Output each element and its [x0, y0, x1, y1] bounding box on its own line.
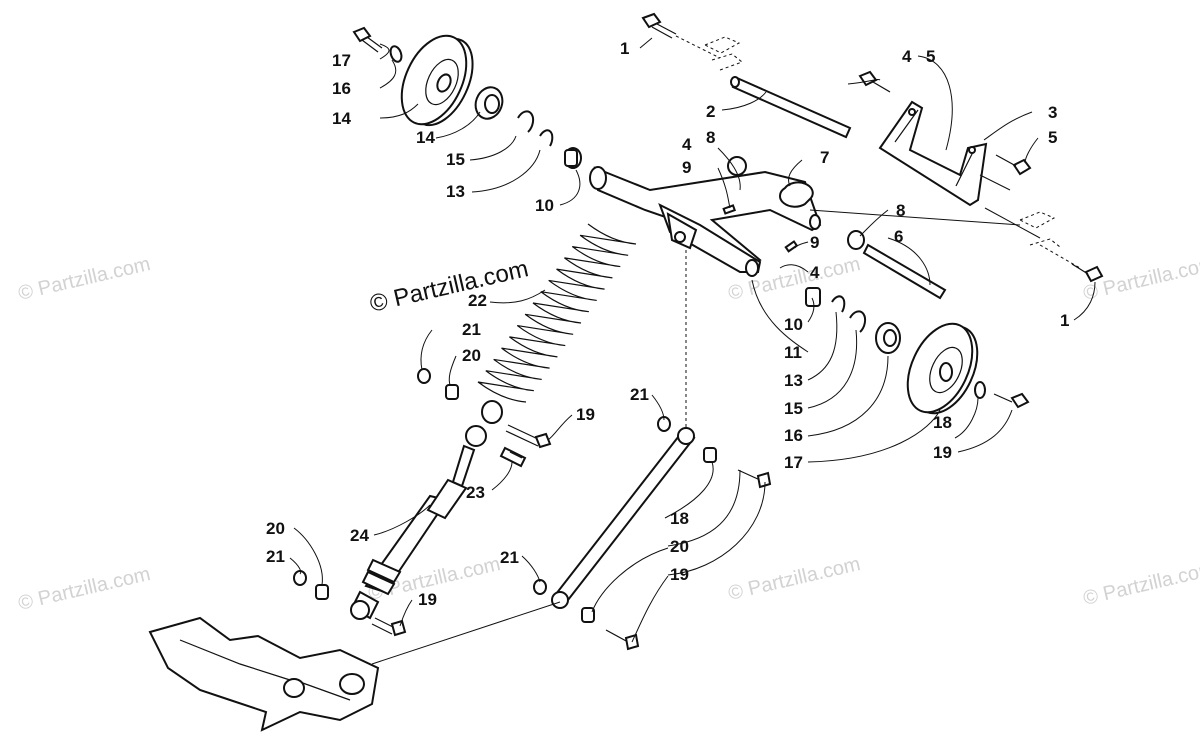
label-13-right: 17 [784, 453, 803, 472]
bushing-20-lower-left [315, 584, 329, 600]
label-15-right: 15 [784, 399, 803, 418]
label-10-left: 10 [535, 196, 554, 215]
label-22: 22 [468, 291, 487, 310]
snap-ring-12-right [831, 295, 846, 313]
label-15-left: 15 [446, 150, 465, 169]
label-21-rod-lower: 21 [500, 548, 519, 567]
label-2: 2 [706, 102, 715, 121]
washer-21-lower-left [293, 570, 307, 586]
label-8-right: 8 [896, 201, 905, 220]
label-9-upper: 9 [682, 158, 691, 177]
label-23: 23 [466, 483, 485, 502]
label-21-lower-left: 21 [266, 547, 285, 566]
label-17-right: 19 [933, 443, 952, 462]
label-13-left: 14 [332, 109, 351, 128]
washer-16-left [389, 45, 403, 63]
label-11: 11 [784, 343, 802, 362]
label-5-right: 5 [1048, 128, 1057, 147]
label-16-right: 18 [933, 413, 952, 432]
label-10-right: 10 [784, 315, 803, 334]
bolt-1-top [641, 12, 677, 39]
washer-21-upper [417, 368, 431, 384]
shock-absorber-24 [350, 425, 487, 620]
watermark-7: © Partzilla.com [1081, 558, 1200, 610]
watermark-6: © Partzilla.com [1081, 253, 1200, 305]
label-14-right: 16 [784, 426, 803, 445]
bolt-19-lower-left [371, 617, 407, 637]
label-6: 6 [894, 227, 903, 246]
upper-mount-group [641, 12, 1104, 283]
copyright-notice: © Partzilla.com [367, 255, 531, 318]
label-1-top: 1 [620, 39, 629, 58]
bolt-5-right [995, 154, 1032, 176]
washer-16-right [974, 381, 986, 399]
bearing-14-right [875, 322, 901, 354]
label-20-lower-left: 20 [266, 519, 285, 538]
label-16-left: 16 [332, 79, 351, 98]
label-18: 18 [670, 509, 689, 528]
bearing-14-left [474, 86, 504, 120]
snap-ring-15-right [849, 310, 867, 333]
bracket-3 [878, 100, 988, 207]
label-24: 24 [350, 526, 369, 545]
watermarks: © Partzilla.com © Partzilla.com © Partzi… [16, 253, 1200, 615]
left-idler-wheel-group [352, 26, 582, 169]
frame-ghost-top [703, 36, 743, 71]
label-8-top: 8 [706, 128, 715, 147]
snap-ring-15-left [517, 110, 535, 133]
bolt-17-right [993, 392, 1030, 409]
label-4-mid: 4 [682, 135, 692, 154]
shaft-6 [862, 243, 947, 300]
snap-ring-12-left [539, 129, 554, 147]
part-labels: 17 16 14 14 15 13 10 1 2 4 5 3 5 8 4 9 7… [266, 39, 1069, 609]
label-21-upper: 21 [462, 320, 481, 339]
label-1-bottom: 1 [1060, 311, 1069, 330]
washer-21-rod-lower [533, 579, 547, 595]
watermark-4: © Partzilla.com [726, 553, 862, 605]
label-19-lower-left: 19 [418, 590, 437, 609]
label-21-rod-upper: 21 [630, 385, 649, 404]
bushing-20-rod-lower [581, 607, 595, 623]
bolt-17-left [352, 26, 383, 53]
label-20-upper: 20 [462, 346, 481, 365]
label-7: 7 [820, 148, 829, 167]
swing-arm-7 [589, 166, 822, 277]
right-idler-wheel-group [805, 287, 1030, 415]
grease-fitting-9-upper [722, 204, 737, 215]
grease-fitting-9-lower [784, 240, 799, 253]
label-19-upper: 19 [576, 405, 595, 424]
label-12-right: 13 [784, 371, 803, 390]
label-14-left: 14 [416, 128, 435, 147]
frame-ghost-right [1018, 211, 1061, 248]
spring-22 [477, 223, 637, 403]
label-3: 3 [1048, 103, 1057, 122]
bushing-20-upper [445, 384, 459, 400]
leader-lines [289, 37, 1096, 665]
link-rod-18 [551, 427, 696, 609]
label-12-left: 13 [446, 182, 465, 201]
watermark-2: © Partzilla.com [16, 563, 152, 615]
bolt-19-rod-upper [737, 469, 772, 489]
shock-eye-upper [481, 400, 503, 424]
label-9-lower: 9 [810, 233, 819, 252]
lower-rail-frame [148, 616, 380, 732]
spacer-10-right [805, 287, 821, 307]
idler-wheel-13-left [400, 34, 474, 127]
label-5-top: 5 [926, 47, 935, 66]
bushing-20-rod-upper [703, 447, 717, 463]
watermark-1: © Partzilla.com [16, 253, 152, 305]
label-17-left: 17 [332, 51, 351, 70]
label-19-rod: 19 [670, 565, 689, 584]
spacer-10-left [564, 147, 582, 169]
label-4-top: 4 [902, 47, 912, 66]
shaft-2 [730, 76, 852, 139]
bolt-1-bottom [1071, 263, 1104, 283]
adjuster-23 [499, 446, 527, 468]
idler-wheel-13-right [906, 322, 979, 415]
bolt-19-upper [505, 424, 552, 449]
label-4-lower: 4 [810, 263, 820, 282]
label-20-rod: 20 [670, 537, 689, 556]
bushing-8-upper [727, 156, 747, 176]
